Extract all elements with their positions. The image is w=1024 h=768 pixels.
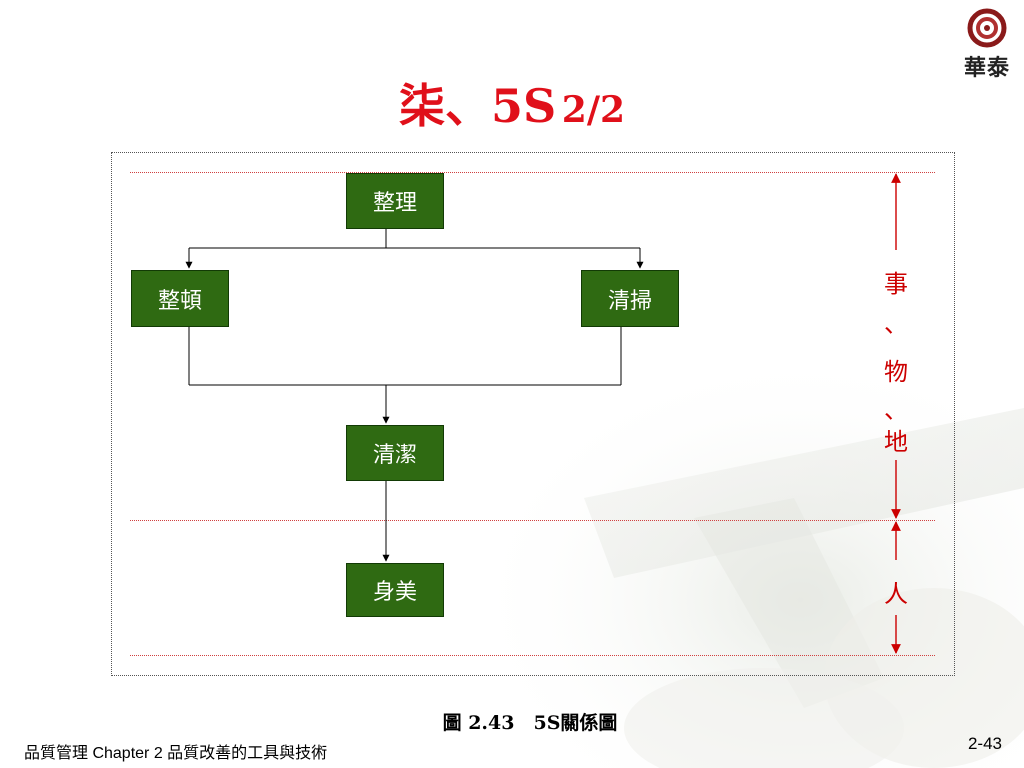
node-seiri: 整理 [346, 173, 444, 229]
logo-emblem-icon [967, 8, 1007, 48]
side-label-char-2: 、 [884, 310, 908, 338]
slide-title-page: 2/2 [561, 89, 626, 131]
side-label-char-1: 事 [884, 270, 908, 298]
company-logo: 華泰 [952, 8, 1022, 81]
side-label-char-3: 物 [884, 358, 908, 386]
side-label-char-4: 、 [884, 396, 908, 424]
guide-line-top [130, 172, 935, 173]
node-seiketsu: 清潔 [346, 425, 444, 481]
slide-title-main: 柒、5S [398, 79, 557, 133]
slide-title: 柒、5S 2/2 [0, 70, 1024, 136]
node-seiso: 清掃 [581, 270, 679, 327]
side-label-person: 人 [884, 580, 908, 608]
logo-text: 華泰 [963, 55, 1010, 81]
side-label-char-5: 地 [884, 428, 908, 456]
footer-course-title: 品質管理 Chapter 2 品質改善的工具與技術 [24, 745, 328, 762]
figure-caption: 圖 2.43 5S關係圖 [442, 712, 618, 734]
guide-line-bottom [130, 655, 935, 656]
node-shitsuke: 身美 [346, 563, 444, 617]
node-seiton: 整頓 [131, 270, 229, 327]
guide-line-middle [130, 520, 935, 521]
diagram-frame [111, 152, 955, 676]
footer-page-number: 2-43 [967, 734, 1002, 753]
